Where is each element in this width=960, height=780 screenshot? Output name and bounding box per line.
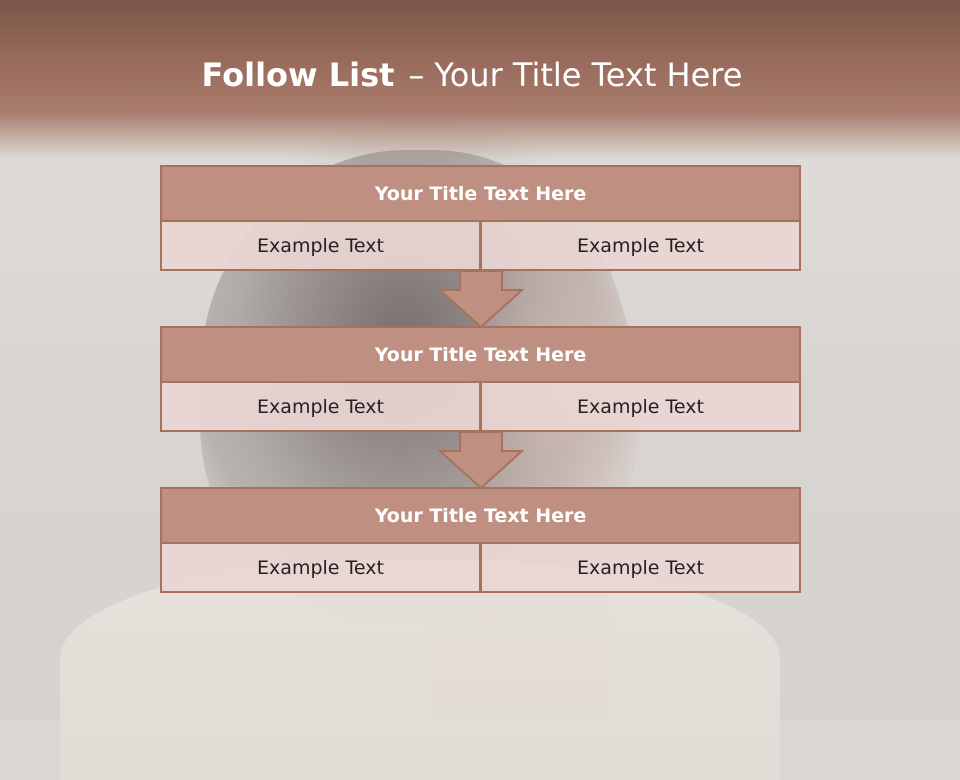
photo-shirt-shape (60, 560, 780, 780)
block-cell-left: Example Text (160, 222, 481, 271)
slide-title: Follow List–Your Title Text Here (0, 56, 944, 94)
slide-title-bold: Follow List (201, 56, 395, 94)
slide-title-rest: Your Title Text Here (434, 56, 743, 94)
down-arrow-icon (438, 431, 524, 489)
slide-title-dash: – (408, 56, 425, 94)
block-cell-right: Example Text (480, 222, 801, 271)
block-cell-right: Example Text (480, 544, 801, 593)
list-block-3: Your Title Text Here Example Text Exampl… (160, 487, 801, 593)
block-title: Your Title Text Here (160, 165, 801, 222)
block-cell-right: Example Text (480, 383, 801, 432)
list-block-1: Your Title Text Here Example Text Exampl… (160, 165, 801, 271)
header-band (0, 0, 960, 160)
block-title: Your Title Text Here (160, 326, 801, 383)
block-cell-left: Example Text (160, 383, 481, 432)
down-arrow-icon (438, 270, 524, 328)
block-cell-left: Example Text (160, 544, 481, 593)
list-block-2: Your Title Text Here Example Text Exampl… (160, 326, 801, 432)
block-title: Your Title Text Here (160, 487, 801, 544)
